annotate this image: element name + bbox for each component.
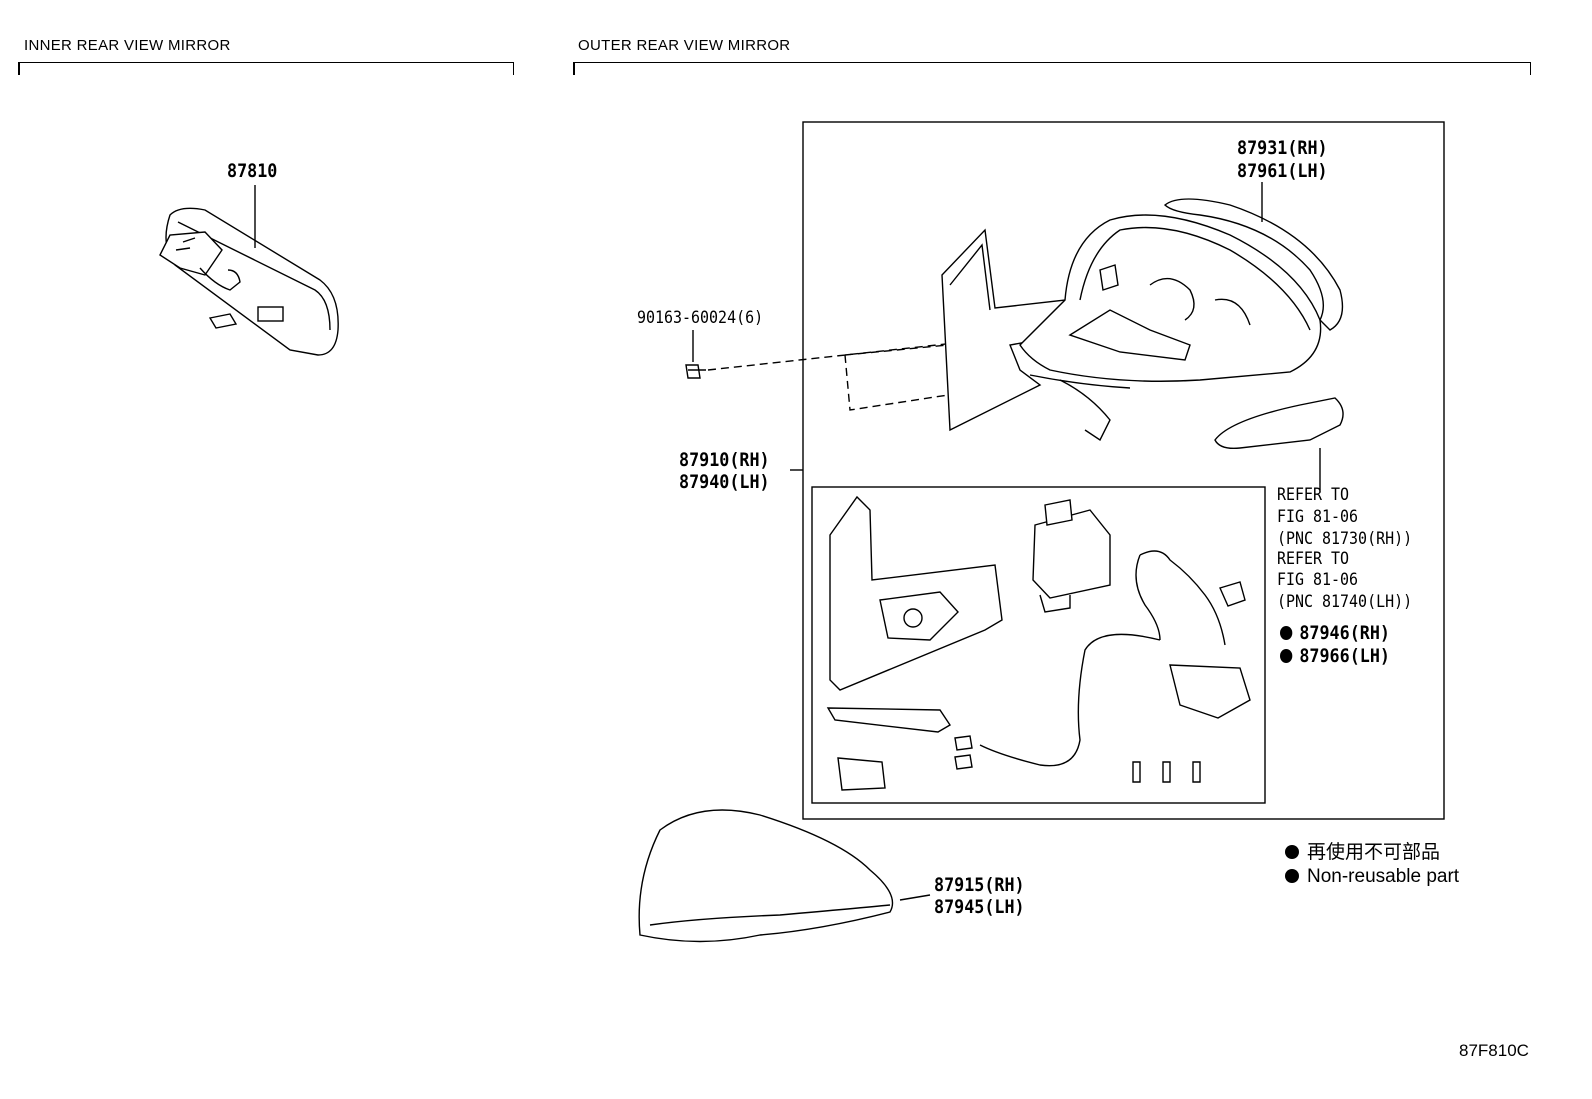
refer-fig-text-2: FIG 81-06: [1277, 570, 1359, 590]
refer-to-text-1: REFER TO: [1277, 485, 1350, 505]
part-number-cover-rh: 87931(RH): [1237, 137, 1328, 159]
refer-fig-text-1: FIG 81-06: [1277, 507, 1359, 527]
part-number-cover-lh: 87961(LH): [1237, 160, 1328, 182]
part-number-assy-lh: 87940(LH): [679, 471, 770, 493]
non-reusable-marker: [1280, 649, 1293, 663]
non-reusable-marker: [1280, 626, 1293, 640]
part-number-housing-lh: 87945(LH): [934, 896, 1025, 918]
legend-english: Non-reusable part: [1285, 865, 1459, 889]
housing-edge: [649, 904, 891, 926]
small-parts-drawing: [826, 707, 1201, 791]
part-number-sub-lh: 87966(LH): [1280, 645, 1390, 668]
outer-section-bracket: [573, 62, 1531, 75]
part-number-screw: 90163-60024(6): [637, 308, 764, 328]
housing-drawing: [638, 809, 894, 943]
housing-leader: [899, 894, 931, 901]
part-number-87810: 87810: [227, 160, 278, 182]
part-number-housing-rh: 87915(RH): [934, 874, 1025, 896]
sub-assembly-frame: [811, 486, 1266, 804]
mirror-body-drawing: [1019, 182, 1344, 490]
part-number-sub-rh: 87946(RH): [1280, 622, 1390, 645]
refer-to-text-2: REFER TO: [1277, 549, 1350, 569]
inner-mirror-drawing: [159, 185, 339, 356]
part-number-assy-rh: 87910(RH): [679, 449, 770, 471]
legend-japanese: 再使用不可部品: [1285, 841, 1440, 865]
refer-pnc-text-1: (PNC 81730(RH)): [1277, 529, 1413, 549]
outer-mirror-section-title: OUTER REAR VIEW MIRROR: [578, 37, 791, 54]
refer-pnc-text-2: (PNC 81740(LH)): [1277, 592, 1413, 612]
actuator-drawing: [829, 495, 1111, 691]
legend-dot-icon: [1285, 869, 1299, 883]
inner-mirror-section-title: INNER REAR VIEW MIRROR: [24, 37, 231, 54]
figure-code: 87F810C: [1459, 1041, 1529, 1060]
wire-harness-drawing: [954, 550, 1251, 770]
inner-section-bracket: [18, 62, 514, 75]
legend-dot-icon: [1285, 845, 1299, 859]
